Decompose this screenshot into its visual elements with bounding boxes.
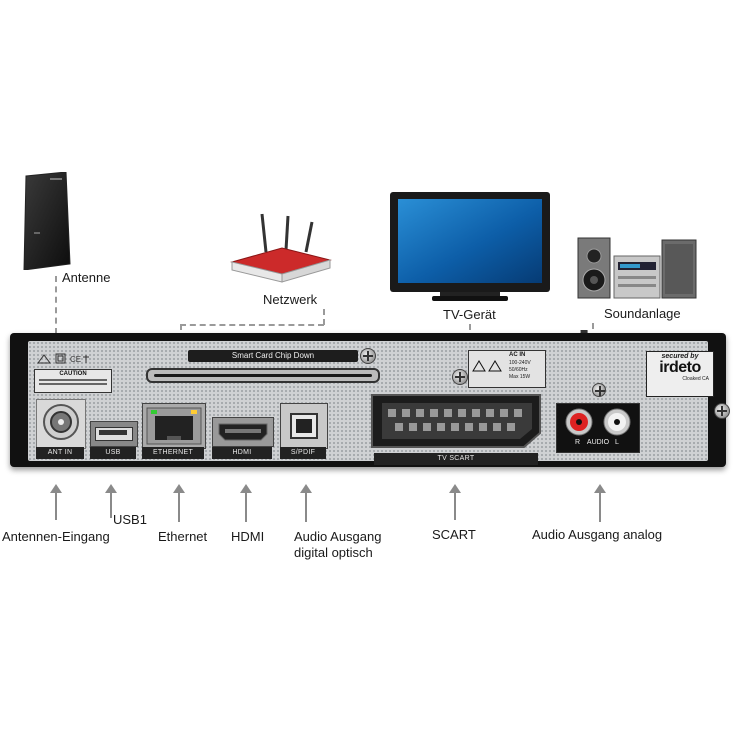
scart-arrow-shaft [454,492,456,520]
sound-label: Soundanlage [604,306,681,321]
rj45-port-icon [146,407,202,445]
tv-icon [390,192,550,301]
spdif-arrow-icon [300,484,312,493]
receiver-back-panel: CE CAUTION Smart Card Chip Down AC IN 10… [10,333,730,467]
usb-arrow-shaft [110,492,112,518]
card-slot-label: Smart Card Chip Down [188,350,358,362]
usb-label: USB [90,447,136,459]
screw-icon [592,383,606,397]
ethernet-arrow-shaft [178,492,180,522]
ac-in-label: AC IN [509,352,526,358]
rca-jacks-icon [565,408,631,436]
ac-spec-2: 50/60Hz [509,367,528,373]
spdif-callout: Audio Ausgang digital optisch [294,529,381,561]
scart-port[interactable] [368,389,544,451]
audio-analog-arrow-shaft [599,492,601,522]
ethernet-callout: Ethernet [158,529,208,544]
hdmi-arrow-shaft [245,492,247,522]
hdmi-label: HDMI [212,447,272,459]
audio-analog-ports: R AUDIO L [556,403,640,453]
scart-callout: SCART [432,527,476,542]
hdmi-port-icon [218,423,268,441]
speaker-icon [577,237,697,299]
antenna-device [20,171,72,271]
scart-label: TV SCART [374,453,538,465]
screw-icon [452,369,468,385]
scart-port-icon [371,394,541,448]
antenna-in-arrow-shaft [55,492,57,520]
audio-l-label: L [615,439,619,446]
ac-spec-3: Max 15W [509,374,531,380]
antenna-icon [23,171,71,271]
irdeto-secured-text: secured by [661,353,699,360]
antenna-in-arrow-icon [50,484,62,493]
audio-analog-arrow-icon [594,484,606,493]
caution-text: CAUTION [59,371,87,377]
antenna-in-callout: Antennen-Eingang [2,529,110,544]
caution-sticker: CAUTION [34,369,112,393]
smart-card-slot[interactable] [146,368,380,383]
spdif-callout-line2: digital optisch [294,545,373,560]
tv-connection-line [469,324,471,340]
router-device [226,212,334,286]
tv-label: TV-Gerät [443,307,496,322]
svg-text:CE: CE [70,355,81,364]
router-label: Netzwerk [263,292,318,307]
back-plate: CE CAUTION Smart Card Chip Down AC IN 10… [28,341,730,465]
safety-symbols: CE [36,351,96,365]
antenna-label: Antenne [62,270,111,285]
audio-r-label: R [575,439,581,446]
network-connection-line-v1 [323,309,325,325]
ac-spec-1: 100-240V [509,360,531,366]
ant-in-label: ANT IN [36,447,84,459]
irdeto-badge: secured by irdeto Cloaked CA [646,351,714,397]
hdmi-port[interactable] [212,417,274,447]
ethernet-arrow-icon [173,484,185,493]
antenna-connection-line [55,276,57,334]
screw-icon [360,348,376,364]
audio-analog-callout: Audio Ausgang analog [532,527,663,542]
ant-in-port[interactable] [36,399,86,449]
hdmi-callout: HDMI [231,529,265,544]
network-connection-line-h [180,324,324,326]
screw-icon [714,403,730,419]
router-icon [230,213,332,283]
irdeto-logo: irdeto [659,359,701,376]
scart-arrow-icon [449,484,461,493]
spdif-arrow-shaft [305,492,307,522]
tv-device [388,190,552,302]
usb-arrow-icon [105,484,117,493]
spdif-port[interactable] [280,403,328,449]
ac-sticker: AC IN 100-240V 50/60Hz Max 15W [468,350,546,388]
ethernet-port[interactable] [142,403,206,449]
usb-port[interactable] [90,421,138,447]
coax-port-icon [43,404,79,440]
hdmi-arrow-icon [240,484,252,493]
spdif-label: S/PDIF [280,447,326,459]
usb-callout: USB1 [113,512,147,527]
ethernet-label: ETHERNET [142,447,204,459]
audio-label: AUDIO [586,439,610,446]
sound-device [576,236,698,300]
irdeto-sub-text: Cloaked CA [682,376,709,382]
optical-port-icon [290,413,318,439]
spdif-callout-line1: Audio Ausgang [294,529,382,544]
